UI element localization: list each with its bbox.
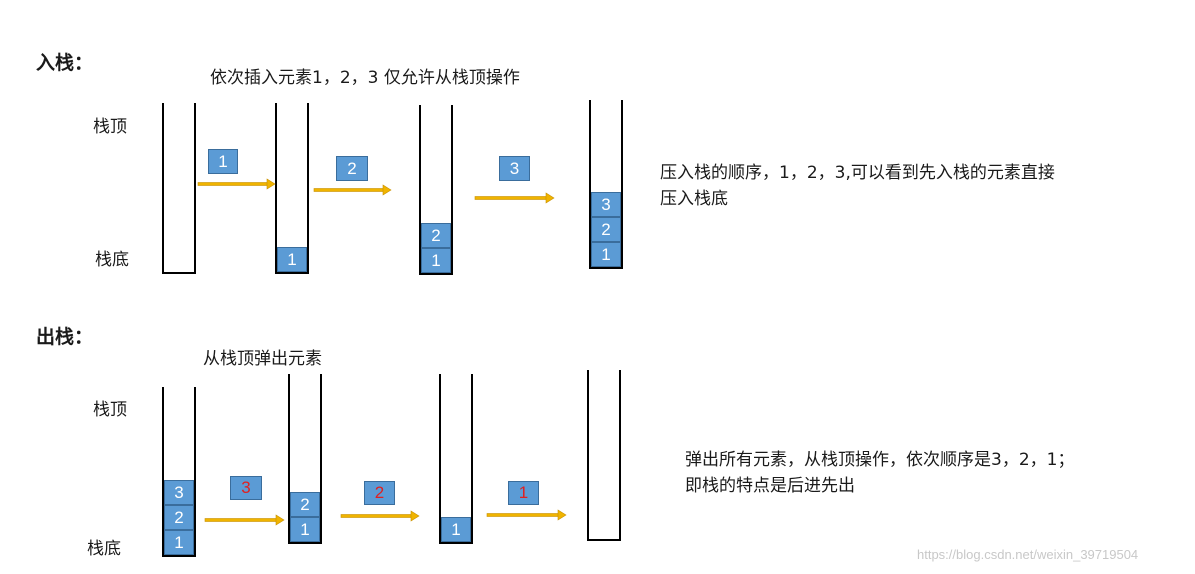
- pop-stack-3-element: 1: [441, 517, 471, 542]
- push-stack-4-element: 1: [591, 242, 621, 267]
- pop-stack-2-element: 2: [290, 492, 320, 517]
- push-stack-4-element: 3: [591, 192, 621, 217]
- push-arrow-2: [313, 184, 392, 196]
- pop-stack-3: [439, 374, 473, 544]
- push-stack-3-element: 2: [421, 223, 451, 248]
- pop-stack-1-element: 3: [164, 480, 194, 505]
- push-stack-4-element: 2: [591, 217, 621, 242]
- push-moving-element: 1: [208, 149, 238, 174]
- pop-caption: 从栈顶弹出元素: [203, 349, 322, 369]
- watermark: https://blog.csdn.net/weixin_39719504: [917, 547, 1139, 562]
- push-stack-2-element: 1: [277, 247, 307, 272]
- pop-stack-1-element: 2: [164, 505, 194, 530]
- pop-stack-1: [162, 387, 196, 557]
- pop-note-line1: 弹出所有元素，从栈顶操作，依次顺序是3，2，1；: [685, 450, 1075, 470]
- push-stack-3-element: 1: [421, 248, 451, 273]
- pop-arrow-1: [204, 514, 285, 526]
- push-stack-4: [589, 100, 623, 269]
- pop-stack-1-element: 1: [164, 530, 194, 555]
- pop-stack-2: [288, 374, 322, 544]
- push-bottom-label: 栈底: [95, 250, 129, 270]
- pop-stack-4: [587, 370, 621, 541]
- push-stack-2: [275, 103, 309, 274]
- push-arrow-3: [474, 192, 555, 204]
- pop-moving-element: 1: [508, 481, 539, 505]
- push-heading: 入栈：: [36, 52, 94, 74]
- push-stack-1: [162, 103, 196, 274]
- pop-moving-element: 2: [364, 481, 395, 505]
- push-moving-element: 3: [499, 156, 530, 181]
- pop-arrow-3: [486, 509, 567, 521]
- pop-note-line2: 即栈的特点是后进先出: [685, 476, 855, 496]
- pop-stack-2-element: 1: [290, 517, 320, 542]
- pop-arrow-2: [340, 510, 420, 522]
- push-stack-3: [419, 105, 453, 275]
- pop-heading: 出栈：: [36, 326, 94, 348]
- push-note-line1: 压入栈的顺序，1，2，3,可以看到先入栈的元素直接: [660, 163, 1055, 183]
- push-top-label: 栈顶: [93, 117, 127, 137]
- pop-bottom-label: 栈底: [87, 539, 121, 559]
- push-caption: 依次插入元素1，2，3 仅允许从栈顶操作: [210, 68, 520, 88]
- pop-moving-element: 3: [230, 476, 262, 500]
- push-arrow-1: [197, 178, 276, 190]
- push-note-line2: 压入栈底: [660, 189, 728, 209]
- pop-top-label: 栈顶: [93, 400, 127, 420]
- push-moving-element: 2: [336, 156, 368, 181]
